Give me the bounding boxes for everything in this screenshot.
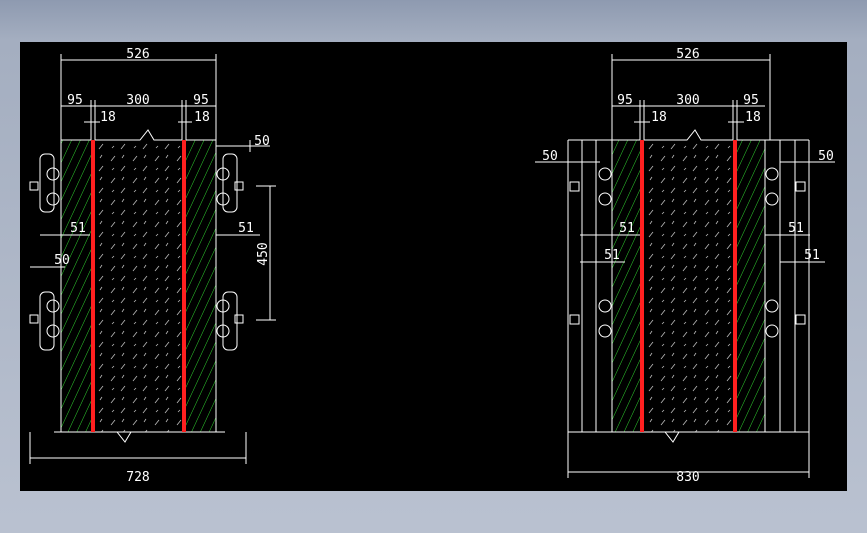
left-dim-membrane-right: 18: [194, 110, 210, 125]
right-outer-hatch-left: [612, 140, 640, 432]
right-anchor-group-left: [569, 167, 612, 338]
right-dimension-lines: [535, 54, 835, 473]
left-outer-hatch-right: [186, 140, 216, 432]
left-dim-side-right: 50: [254, 134, 270, 149]
left-dim-side-left: 50: [54, 253, 70, 268]
left-dim-inner-right: 51: [238, 221, 254, 236]
left-dim-core: 300: [126, 93, 149, 108]
left-concrete-core: [95, 140, 182, 432]
right-dim-core: 300: [676, 93, 699, 108]
right-membrane-left: [640, 140, 644, 432]
wall-section-drawing: 526 95 300 95 18 18 50 51 51 50 450 728: [29, 47, 835, 485]
right-concrete-core: [644, 140, 733, 432]
left-membrane-left: [91, 140, 95, 432]
right-dim-membrane-left: 18: [651, 110, 667, 125]
right-dim-right-wall: 95: [743, 93, 759, 108]
right-dim-inner-right-a: 51: [788, 221, 804, 236]
left-dim-membrane-left: 18: [100, 110, 116, 125]
right-dim-left-wall: 95: [617, 93, 633, 108]
right-membrane-right: [733, 140, 737, 432]
right-dim-outer-left: 50: [542, 149, 558, 164]
drawing-canvas[interactable]: 526 95 300 95 18 18 50 51 51 50 450 728: [20, 42, 847, 491]
left-dim-left-wall: 95: [67, 93, 83, 108]
right-dim-outer-right: 50: [818, 149, 834, 164]
left-membrane-right: [182, 140, 186, 432]
left-outer-hatch: [61, 140, 91, 432]
right-outer-hatch-right: [737, 140, 765, 432]
left-anchor-group-right: [216, 153, 244, 351]
left-dimension-lines: [29, 54, 276, 464]
left-dim-total-bottom: 728: [126, 470, 149, 485]
right-dim-total-top: 526: [676, 47, 699, 62]
left-dim-right-wall: 95: [193, 93, 209, 108]
left-dim-inner-left: 51: [70, 221, 86, 236]
right-dim-inner-left-a: 51: [619, 221, 635, 236]
right-anchor-group-right: [765, 167, 806, 338]
left-dim-spacing: 450: [256, 242, 271, 265]
right-wall-section[interactable]: 526 95 300 95 18 18 50 50 51 51 51 51 83…: [535, 47, 835, 485]
right-dim-inner-left-b: 51: [604, 248, 620, 263]
right-dim-total-bottom: 830: [676, 470, 699, 485]
right-dim-membrane-right: 18: [745, 110, 761, 125]
left-wall-section[interactable]: 526 95 300 95 18 18 50 51 51 50 450 728: [29, 47, 276, 485]
right-dim-inner-right-b: 51: [804, 248, 820, 263]
right-board-lines: [567, 139, 810, 478]
left-anchor-group-left: [29, 153, 60, 351]
left-dim-total-top: 526: [126, 47, 149, 62]
